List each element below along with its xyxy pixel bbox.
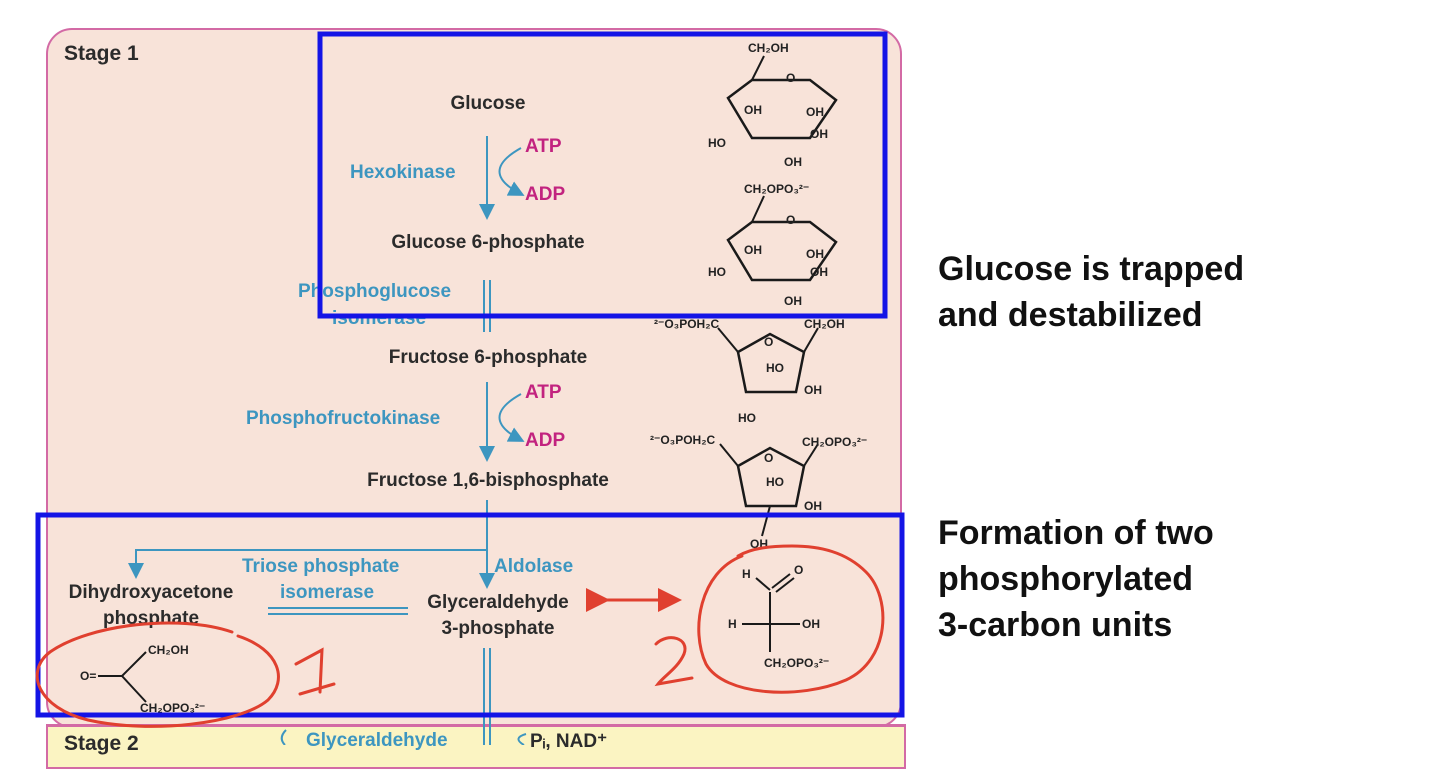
triose-phosphate-isomerase-label-line2: isomerase (280, 582, 375, 603)
pathway-arrows (128, 136, 527, 745)
annotation-formation-line2: phosphorylated (938, 560, 1194, 598)
svg-text:OH: OH (744, 103, 762, 117)
highlight-box-cleavage (35, 512, 905, 718)
circle-gap (697, 544, 885, 694)
aldolase-label: Aldolase (494, 556, 574, 577)
stage1-title: Stage 1 (64, 42, 139, 65)
highlight-box-trapping (317, 31, 888, 319)
svg-text:HO: HO (708, 265, 726, 279)
triose-phosphate-isomerase-label-line1: Triose phosphate (242, 556, 400, 577)
svg-text:CH₂OH: CH₂OH (804, 317, 845, 331)
svg-text:O: O (794, 563, 803, 577)
svg-text:O: O (786, 213, 795, 227)
fructose-6-phosphate-label: Fructose 6-phosphate (388, 347, 588, 368)
annotation-formation-line3: 3-carbon units (938, 606, 1173, 644)
svg-text:O=: O= (80, 669, 96, 683)
glucose-6-phosphate-structure: CH₂OPO₃²⁻ O OH OH HO OH OH (708, 182, 838, 308)
svg-text:OH: OH (802, 617, 820, 631)
svg-text:OH: OH (784, 155, 802, 169)
svg-text:H: H (742, 567, 751, 581)
atp-label-1: ATP (525, 136, 562, 157)
fructose-1-6-bisphosphate-structure: ²⁻O₃POH₂C CH₂OPO₃²⁻ O HO OH OH (650, 433, 867, 551)
svg-text:OH: OH (806, 105, 824, 119)
hexokinase-label: Hexokinase (350, 162, 456, 183)
adp-label-2: ADP (525, 430, 566, 451)
annotation-trapped-line2: and destabilized (938, 296, 1203, 334)
svg-text:HO: HO (738, 411, 756, 425)
fructose-6-phosphate-structure: ²⁻O₃POH₂C CH₂OH O HO OH HO (654, 317, 845, 425)
atp-label-2: ATP (525, 382, 562, 403)
dihydroxyacetone-phosphate-structure: O= CH₂OH CH₂OPO₃²⁻ (80, 643, 205, 715)
svg-text:²⁻O₃POH₂C: ²⁻O₃POH₂C (650, 433, 716, 447)
glucose-label: Glucose (450, 93, 526, 114)
phosphoglucose-isomerase-label-line1: Phosphoglucose (298, 281, 452, 302)
svg-text:CH₂OPO₃²⁻: CH₂OPO₃²⁻ (802, 435, 867, 449)
svg-text:OH: OH (806, 247, 824, 261)
svg-text:HO: HO (766, 475, 784, 489)
gap-label-line1: Glyceraldehyde (427, 592, 569, 613)
pathway-graphics: CH₂OH O OH OH HO OH OH CH₂OPO₃²⁻ O OH OH… (35, 31, 905, 745)
svg-text:O: O (764, 335, 773, 349)
svg-text:CH₂OPO₃²⁻: CH₂OPO₃²⁻ (140, 701, 205, 715)
annotation-trapped-line1: Glucose is trapped (938, 250, 1245, 288)
dhap-label-line1: Dihydroxyacetone (68, 582, 234, 603)
svg-text:O: O (764, 451, 773, 465)
svg-text:OH: OH (744, 243, 762, 257)
svg-text:²⁻O₃POH₂C: ²⁻O₃POH₂C (654, 317, 720, 331)
svg-text:HO: HO (766, 361, 784, 375)
svg-text:HO: HO (708, 136, 726, 150)
pen-annotations (35, 544, 885, 728)
mark-2-pen (654, 636, 694, 687)
svg-text:OH: OH (804, 499, 822, 513)
glucose-structure: CH₂OH O OH OH HO OH OH (708, 41, 838, 169)
svg-text:OH: OH (784, 294, 802, 308)
svg-text:OH: OH (804, 383, 822, 397)
gap-label-line2: 3-phosphate (441, 618, 555, 639)
fructose-1-6-bisphosphate-label: Fructose 1,6-bisphosphate (367, 470, 609, 491)
phosphofructokinase-label: Phosphofructokinase (246, 408, 441, 429)
svg-text:OH: OH (810, 265, 828, 279)
glyceraldehyde-3-phosphate-structure: H O H OH CH₂OPO₃²⁻ (728, 563, 829, 670)
svg-text:CH₂OPO₃²⁻: CH₂OPO₃²⁻ (744, 182, 809, 196)
mark-1-pen (294, 647, 336, 696)
annotation-formation-line1: Formation of two (938, 514, 1214, 552)
stage1-panel (46, 28, 902, 728)
svg-text:OH: OH (810, 127, 828, 141)
adp-label-1: ADP (525, 184, 566, 205)
svg-text:CH₂OH: CH₂OH (148, 643, 189, 657)
circle-dhap (35, 621, 280, 728)
svg-text:CH₂OH: CH₂OH (748, 41, 789, 55)
glucose-6-phosphate-label: Glucose 6-phosphate (391, 232, 585, 253)
svg-text:CH₂OPO₃²⁻: CH₂OPO₃²⁻ (764, 656, 829, 670)
svg-text:H: H (728, 617, 737, 631)
svg-text:O: O (786, 71, 795, 85)
